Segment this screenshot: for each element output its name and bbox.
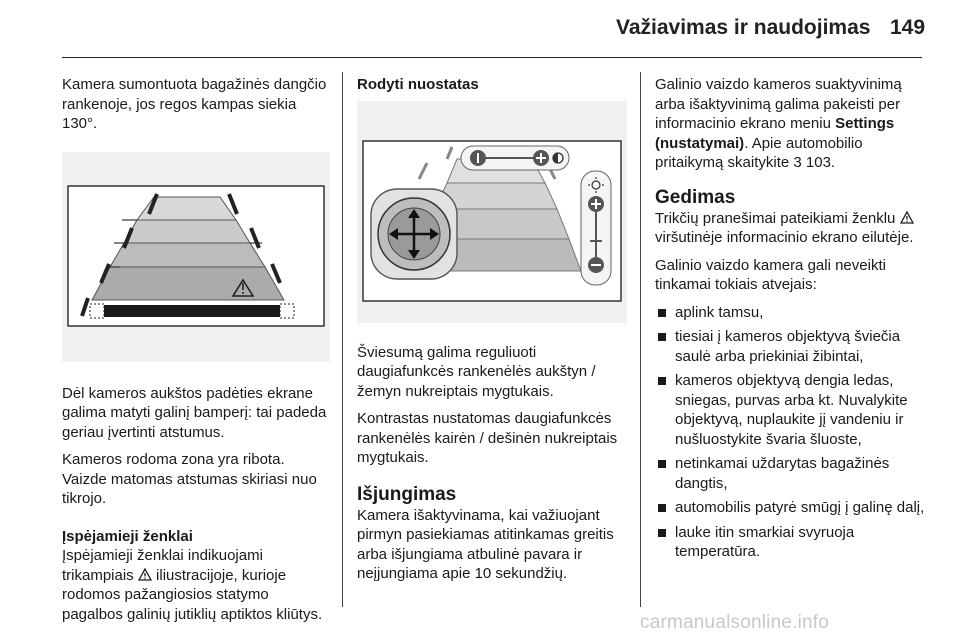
watermark: carmanualsonline.info — [640, 612, 830, 633]
rear-camera-view-drawing — [67, 184, 325, 327]
page-reference: 103. — [801, 154, 836, 171]
display-settings-drawing — [362, 139, 622, 302]
paragraph-bumper-view: Dėl kameros aukštos padėties ekrane gali… — [62, 384, 327, 441]
column-2: Rodyti nuostatas — [357, 75, 627, 592]
paragraph-activation: Galinio vaizdo kameros suaktyvinimą arba… — [655, 76, 902, 171]
column-divider-1 — [342, 72, 343, 607]
list-item: netinkamai uždarytas bagažinės dangtis, — [655, 454, 927, 493]
paragraph-contrast: Kontrastas nustatomas daugiafunkcės rank… — [357, 410, 618, 466]
paragraph-warning-signs: Įspėjamieji ženklai indikuojami trikampi… — [62, 547, 323, 623]
list-item: automobilis patyrė smūgį į galinę dalį, — [655, 498, 927, 518]
paragraph-limited-zone: Kameros rodoma zona yra ribota. Vaizde m… — [62, 451, 317, 507]
faults-heading: Gedimas — [655, 186, 736, 208]
column-divider-2 — [640, 72, 641, 607]
page-reference-arrow-icon: 3 — [793, 154, 802, 171]
paragraph-camera-mount: Kamera sumontuota bagažinės dangčio rank… — [62, 76, 327, 132]
column-1: Kamera sumontuota bagažinės dangčio rank… — [62, 75, 330, 632]
list-item: tiesiai į kameros objektyvą šviečia saul… — [655, 327, 927, 366]
warning-triangle-icon — [899, 210, 914, 224]
paragraph-brightness: Šviesumą galima reguliuoti daugiafunkcės… — [357, 343, 596, 400]
list-item: kameros objektyvą dengia ledas, sniegas,… — [655, 371, 927, 449]
list-item: aplink tamsu, — [655, 303, 927, 323]
warning-signs-title: Įspėjamieji ženklai — [62, 527, 193, 545]
display-settings-title: Rodyti nuostatas — [357, 76, 479, 93]
fault-conditions-list: aplink tamsu, tiesiai į kameros objektyv… — [655, 303, 927, 562]
paragraph-may-not-work: Galinio vaizdo kamera gali neveikti tink… — [655, 256, 886, 294]
page-number: 149 — [890, 16, 926, 39]
warning-triangle-icon — [137, 567, 152, 581]
settings-menu-label: Settings (nustatymai) — [655, 115, 895, 152]
column-3: Galinio vaizdo kameros suaktyvinimą arba… — [655, 75, 927, 567]
switch-off-heading: Išjungimas — [357, 483, 457, 505]
paragraph-faults: Trikčių pranešimai pateikiami ženklu vir… — [655, 209, 914, 246]
display-settings-illustration — [357, 100, 627, 323]
header-rule — [62, 57, 922, 58]
list-item: lauke itin smarkiai svyruoja temperatūra… — [655, 523, 927, 562]
paragraph-switch-off: Kamera išaktyvinama, kai važiuojant pirm… — [357, 506, 614, 583]
rear-camera-view-illustration — [62, 151, 330, 362]
page-header-title: Važiavimas ir naudojimas — [616, 16, 871, 39]
